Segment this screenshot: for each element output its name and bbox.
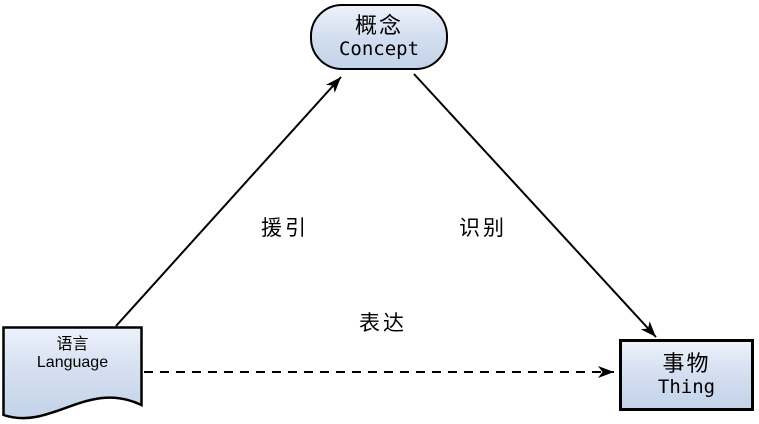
edge-identify-line	[413, 73, 657, 338]
node-concept: 概念 Concept	[310, 4, 448, 70]
node-thing-label-zh: 事物	[662, 351, 711, 377]
node-concept-label-en: Concept	[338, 37, 420, 60]
node-thing-label-en: Thing	[657, 375, 716, 398]
edge-label-express: 表达	[357, 307, 409, 337]
node-language: 语言 Language	[2, 326, 147, 424]
node-concept-label-zh: 概念	[354, 13, 403, 39]
node-language-label-zh: 语言	[56, 336, 89, 353]
edge-cite-line	[115, 76, 342, 327]
node-thing: 事物 Thing	[619, 339, 754, 411]
edge-label-identify: 识别	[457, 212, 509, 242]
edge-label-cite: 援引	[259, 212, 311, 242]
node-language-label-en: Language	[36, 354, 109, 372]
document-shape	[2, 326, 143, 420]
